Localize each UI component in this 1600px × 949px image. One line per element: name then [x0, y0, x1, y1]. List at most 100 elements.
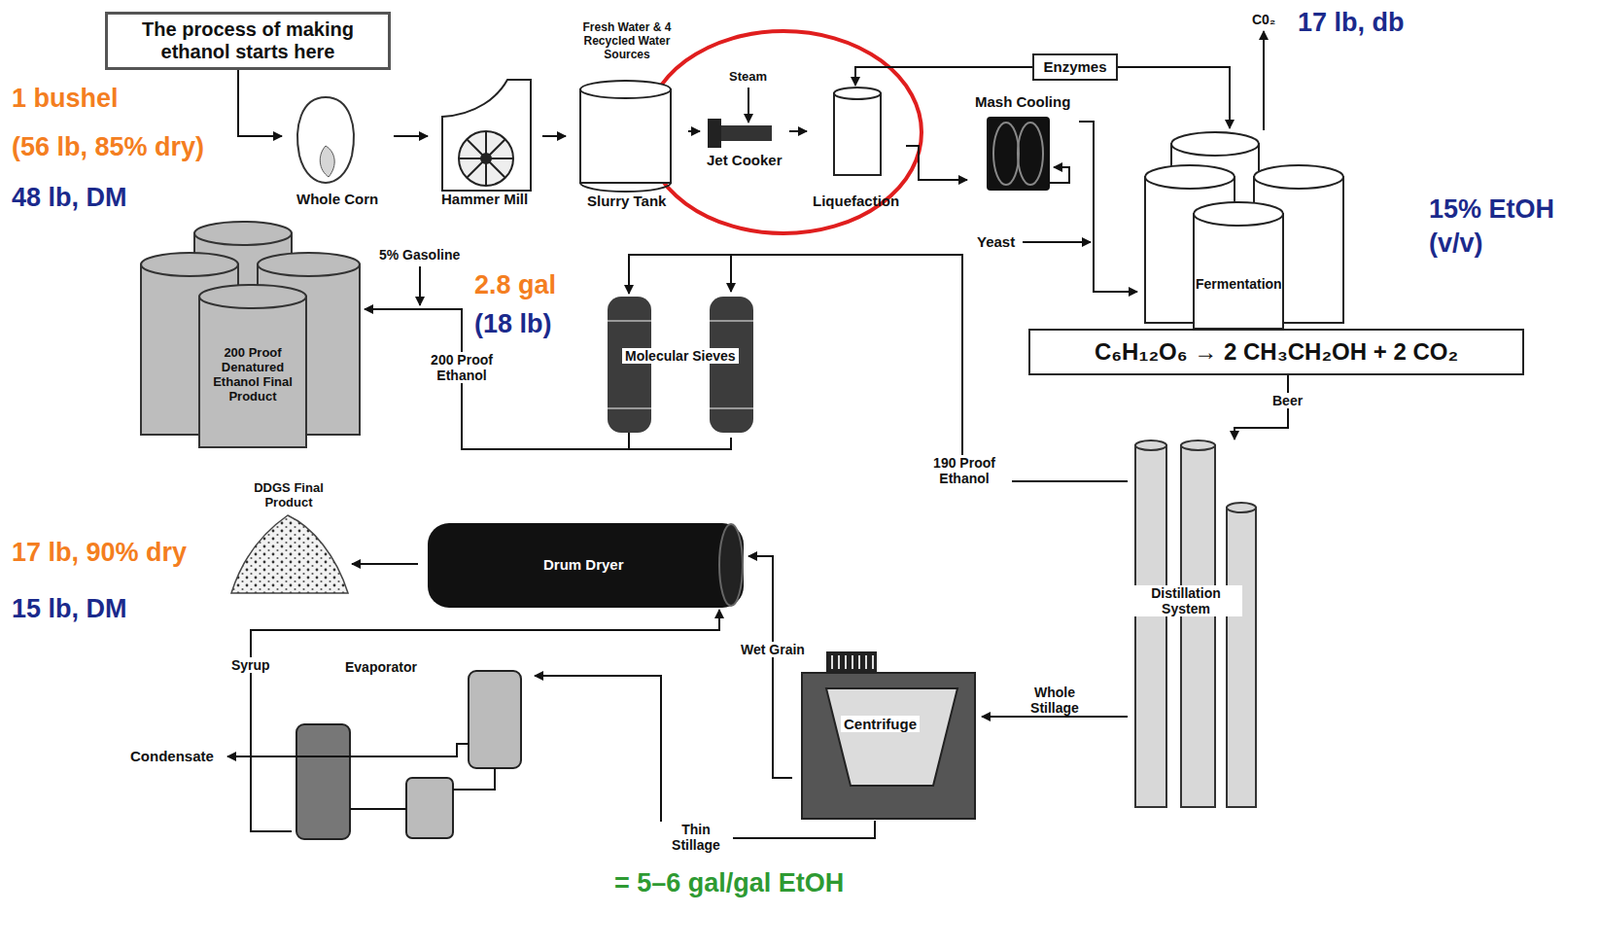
annotation-label: = 5–6 gal/gal EtOH: [614, 866, 844, 901]
drawing-part: [607, 296, 652, 433]
drawing-part: [993, 122, 1019, 185]
drawing-part: [458, 131, 514, 186]
equipment-node: Mash Cooling: [967, 93, 1079, 197]
drawing-part: [406, 777, 453, 838]
stream-label: Whole Stillage: [1012, 684, 1097, 716]
drum-dryer: [427, 522, 744, 608]
equipment-node: Centrifuge: [792, 653, 982, 821]
annotation-label: (56 lb, 85% dry): [11, 130, 205, 165]
drawing-part: [257, 252, 360, 277]
flow-arrow: [1078, 121, 1138, 292]
node-label: Molecular Sieves: [622, 347, 739, 364]
flow-arrow: [351, 562, 418, 565]
annotation-label: 15% EtOH (v/v): [1428, 192, 1585, 261]
drawing-part: [319, 145, 335, 177]
drawing-part: [1145, 165, 1235, 189]
node-label: Distillation System: [1129, 585, 1243, 617]
equipment-node: Drum Dryer: [417, 520, 749, 610]
drawing-part: [1181, 440, 1216, 451]
drawing-part: [1049, 167, 1070, 183]
annotation-label: 17 lb, db: [1297, 5, 1405, 40]
node-label: Fresh Water & 4 Recycled Water Sources: [566, 21, 688, 62]
equipment-node: Fermentation: [1137, 128, 1347, 328]
annotation-label: 2.8 gal: [474, 268, 557, 303]
annotation-label: Condensate: [130, 747, 214, 765]
annotation-label: 5% Gasoline: [379, 246, 460, 263]
flow-arrow: [981, 715, 1128, 718]
centrifuge: [801, 651, 975, 819]
node-label: Fermentation: [1195, 276, 1283, 292]
drawing-part: [199, 296, 307, 448]
jet-cooker: [707, 87, 772, 148]
drawing-part: [580, 182, 671, 192]
drawing-part: [826, 651, 877, 673]
node-label: 200 Proof Denatured Ethanol Final Produc…: [202, 346, 304, 405]
drawing-part: [458, 131, 514, 186]
drawing-part: [296, 724, 350, 839]
flow-arrow: [748, 556, 793, 778]
annotation-label: 15 lb, DM: [11, 591, 128, 627]
drawing-part: [1226, 507, 1256, 807]
ethanol-storage-tanks: [140, 221, 360, 448]
drawing-part: [1226, 502, 1256, 513]
drawing-part: [580, 89, 671, 183]
node-label: Evaporator: [345, 659, 418, 675]
equipment-node: Whole Corn: [281, 95, 394, 214]
drawing-part: [349, 807, 407, 810]
drawing-part: [468, 670, 522, 768]
flow-arrow: [855, 67, 1033, 86]
product-node: DDGS Final Product: [225, 481, 352, 598]
drawing-part: [1193, 202, 1284, 226]
drawing-part: [834, 93, 881, 175]
drawing-part: [1193, 213, 1284, 329]
stream-label: 200 Proof Ethanol: [414, 351, 510, 383]
annotation-label: 17 lb, 90% dry: [11, 535, 187, 570]
equipment-node: Jet Cooker: [699, 114, 790, 172]
drawing-part: [721, 125, 772, 141]
flow-arrow: [905, 145, 968, 180]
drawing-part: [427, 522, 744, 608]
node-label: Hammer Mill: [441, 190, 528, 208]
drawing-part: [832, 655, 873, 669]
node-label: Mash Cooling: [974, 93, 1071, 110]
equation-box: C₆H₁₂O₆ → 2 CH₃CH₂OH + 2 CO₂: [1028, 328, 1525, 376]
highlight-ellipse: [645, 31, 922, 234]
equipment-node: Evaporator: [291, 657, 535, 842]
equipment-node: Molecular Sieves: [597, 291, 764, 438]
drawing-part: [607, 320, 754, 409]
yeast-arrow: [1022, 241, 1091, 244]
drawing-part: [719, 523, 743, 606]
flow-arrow: [393, 135, 428, 138]
input-box: Enzymes: [1032, 53, 1118, 81]
annotation-label: Steam: [729, 69, 767, 85]
product-node: 200 Proof Denatured Ethanol Final Produc…: [136, 223, 365, 450]
flow-arrow: [789, 130, 807, 133]
node-label: Whole Corn: [296, 190, 379, 208]
fermentation-tanks: [1145, 132, 1344, 329]
drawing-part: [580, 80, 671, 99]
flow-arrow: [688, 130, 700, 133]
drawing-part: [801, 672, 975, 819]
equipment-node: Fresh Water & 4 Recycled Water SourcesSl…: [565, 21, 689, 214]
drawing-part: [452, 767, 495, 790]
flow-arrow: [1117, 67, 1230, 129]
node-label: Jet Cooker: [706, 151, 783, 169]
drawing-part: [709, 296, 754, 433]
drawing-part: [1135, 440, 1167, 451]
node-label: Centrifuge: [840, 715, 920, 732]
stream-label: Wet Grain: [737, 641, 808, 658]
drawing-part: [707, 118, 722, 148]
drawing-part: [1253, 165, 1344, 189]
annotation-label: Yeast: [976, 233, 1015, 250]
drawing-part: [1017, 122, 1044, 185]
corn-kernel: [297, 97, 354, 183]
drawing-part: [442, 79, 531, 191]
drawing-part: [628, 432, 731, 450]
drawing-part: [480, 152, 492, 165]
drawing-part: [1135, 445, 1167, 807]
node-label: Liquefaction: [812, 192, 900, 209]
equipment-node: Liquefaction: [806, 85, 906, 214]
co2-arrow: [1262, 31, 1265, 131]
